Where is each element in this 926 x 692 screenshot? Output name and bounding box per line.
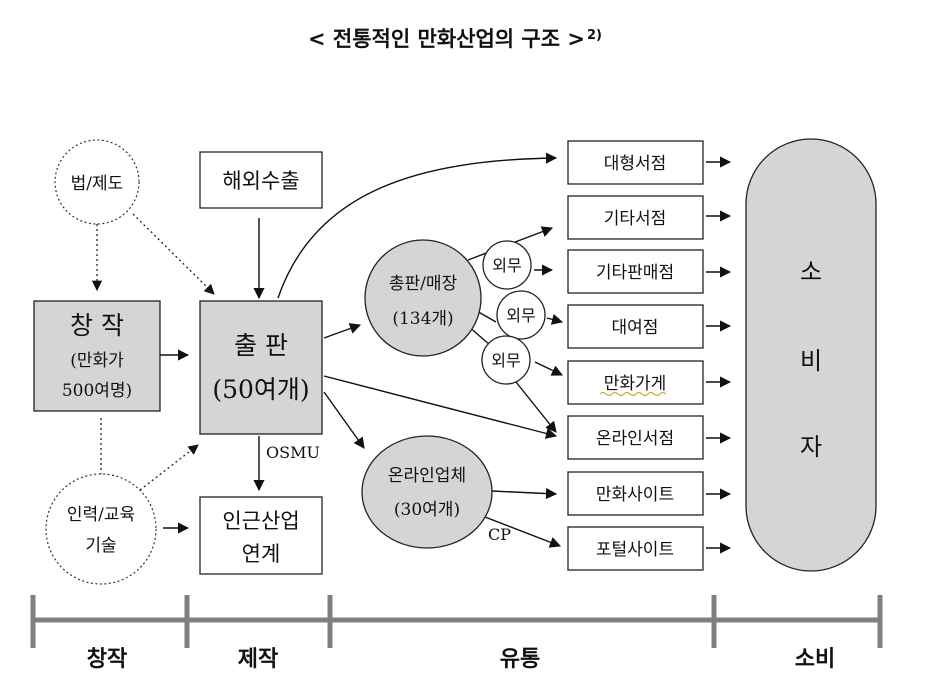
outlet-label: 대형서점 [604, 154, 667, 174]
distribution-line2: (134개) [392, 309, 453, 329]
outlet-label: 대여점 [612, 318, 659, 338]
publishing-title: 출 판 [234, 331, 288, 360]
diagram-title: < 전통적인 만화산업의 구조 >2) [308, 27, 602, 51]
related-line1: 인근산업 [222, 509, 299, 533]
related-line2: 연계 [242, 542, 281, 566]
arrow-law-to-publishing [132, 213, 215, 295]
online-company-node: 온라인업체 (30여개) [361, 435, 493, 549]
consumer-char-3: 자 [800, 433, 822, 461]
online-company-line1: 온라인업체 [388, 466, 466, 486]
arrow-publishing-to-online-company [323, 391, 365, 449]
outlet-label: 온라인서점 [596, 429, 674, 449]
outlet-label: 포털사이트 [596, 540, 674, 560]
outsource-label: 외무 [491, 351, 520, 370]
creation-sub2: 500여명) [62, 381, 132, 401]
outlet-portal-site: 포털사이트 [567, 526, 704, 571]
outlet-label: 기타서점 [604, 209, 667, 229]
distribution-node: 총판/매장 (134개) [364, 239, 482, 357]
consumer-char-2: 비 [800, 347, 822, 375]
arrow-online-to-portal-site [471, 511, 562, 548]
outsource-node: 외무 [482, 240, 532, 290]
outlet-label: 만화사이트 [596, 485, 674, 505]
related-industry-node: 인근산업 연계 [199, 496, 323, 575]
outlet-list: 대형서점 기타서점 기타판매점 대여점 만화가게 온라인서점 만화사이트 [567, 140, 704, 571]
arrow-publishing-to-large-bookstore [277, 152, 558, 299]
stage-label-distribution: 유통 [500, 647, 540, 672]
law-label: 법/제도 [71, 174, 124, 194]
outsource-node: 외무 [496, 290, 546, 340]
outlet-online-bookstore: 온라인서점 [567, 415, 704, 460]
hr-node: 인력/교육 기술 [45, 473, 157, 585]
outlet-manga-site: 만화사이트 [567, 471, 704, 516]
outlet-rental: 대여점 [567, 304, 704, 349]
online-company-line2: (30여개) [394, 500, 460, 520]
osmu-label: OSMU [266, 443, 320, 462]
hr-line1: 인력/교육 [67, 505, 135, 525]
export-node: 해외수출 [199, 151, 323, 209]
creation-title: 창 작 [70, 311, 124, 340]
arrow-hr-to-publishing [139, 444, 199, 491]
stage-label-creation: 창작 [87, 647, 127, 672]
outlet-other-bookstore: 기타서점 [567, 195, 704, 240]
arrow-dist-to-manga-shop [534, 361, 564, 376]
export-label: 해외수출 [222, 169, 299, 193]
outlet-label: 만화가게 [604, 374, 667, 394]
cp-label: CP [488, 525, 511, 544]
consumer-char-1: 소 [800, 258, 822, 286]
arrow-publishing-to-distribution [323, 323, 362, 339]
outsource-label: 외무 [492, 256, 521, 275]
stage-timeline: 창작 제작 유통 소비 [30, 595, 883, 672]
arrow-publishing-to-online-bookstore [323, 375, 558, 439]
spellcheck-underline [599, 392, 667, 396]
creation-sub1: (만화가 [70, 351, 124, 371]
outlet-manga-shop: 만화가게 [567, 360, 704, 405]
stage-label-consumption: 소비 [795, 647, 835, 672]
outsource-node: 외무 [481, 335, 531, 385]
distribution-line1: 총판/매장 [389, 274, 458, 294]
outsource-label: 외무 [506, 306, 535, 325]
outsource-nodes: 외무 외무 외무 [481, 240, 546, 385]
hr-line2: 기술 [85, 536, 116, 556]
publishing-node: 출 판 (50여개) [199, 300, 323, 435]
creation-node: 창 작 (만화가 500여명) [33, 300, 161, 412]
publishing-sub: (50여개) [212, 375, 309, 404]
arrow-dist-to-rental [546, 313, 564, 325]
law-node: 법/제도 [54, 139, 140, 225]
arrow-dist-to-online-bookstore [515, 381, 557, 433]
stage-label-production: 제작 [238, 647, 278, 672]
outlet-large-bookstore: 대형서점 [567, 140, 704, 185]
outlet-other-store: 기타판매점 [567, 249, 704, 294]
arrow-online-to-manga-site [491, 487, 558, 500]
consumer-node: 소 비 자 [745, 138, 877, 572]
outlet-label: 기타판매점 [596, 263, 674, 283]
